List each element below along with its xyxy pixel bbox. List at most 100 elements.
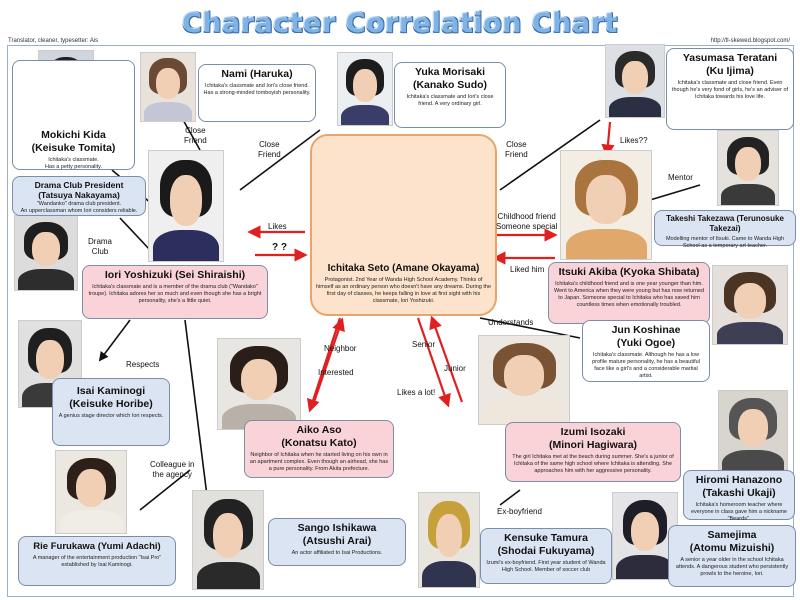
actor-sango: (Atsushi Arai) <box>302 535 372 547</box>
desc-mokichi: Ichitaka's classmate. Has a petty person… <box>44 157 103 170</box>
line-izumi-kensuke <box>499 489 521 506</box>
actor-drama-president: (Tatsuya Nakayama) <box>38 190 120 200</box>
actor-kensuke: (Shodai Fukuyama) <box>497 545 595 557</box>
portrait-samejima <box>612 492 678 580</box>
desc-ichitaka: Protagonist. 2nd Year of Wanda High Scho… <box>316 277 492 304</box>
name-nami: Nami (Haruka) <box>221 68 293 80</box>
card-izumi: Izumi Isozaki (Minori Hagiwara) The girl… <box>505 422 681 482</box>
portrait-iori <box>148 150 224 262</box>
line-yasumasa-ichitaka <box>499 119 601 191</box>
name-hiromi: Hiromi Hanazono <box>695 474 783 486</box>
label-likes-q: Likes?? <box>620 136 648 145</box>
arrow-junior <box>429 315 464 403</box>
chart-title: Character Correlation Chart <box>182 8 618 39</box>
arrow-neighbor <box>306 317 342 413</box>
card-drama-president: Drama Club President (Tatsuya Nakayama) … <box>12 176 146 216</box>
name-aiko: Aiko Aso <box>296 424 342 436</box>
portrait-aiko <box>217 338 301 430</box>
label-likes-a-lot: Likes a lot! <box>397 388 436 397</box>
arrow-interested <box>310 317 345 409</box>
label-close-friend-yasumasa: Close Friend <box>505 140 528 159</box>
actor-yasumasa: (Ku Ijima) <box>706 65 754 77</box>
arrow-senior <box>416 317 451 408</box>
card-hiromi: Hiromi Hanazono (Takashi Ukaji) Ichitaka… <box>683 470 795 522</box>
portrait-hiromi <box>718 390 788 474</box>
actor-izumi: (Minori Hagiwara) <box>548 439 638 451</box>
card-sango: Sango Ishikawa (Atsushi Arai) An actor a… <box>268 518 406 566</box>
name-iori: Iori Yoshizuki (Sei Shiraishi) <box>104 269 246 281</box>
desc-yuka: Ichitaka's classmate and Iori's close fr… <box>406 94 494 107</box>
label-senior: Senior <box>412 340 436 349</box>
actor-isai: (Keisuke Horibe) <box>69 398 153 410</box>
desc-kensuke: Izumi's ex-boyfriend. First year student… <box>486 560 606 573</box>
line-nami-iori <box>181 117 201 151</box>
desc-hiromi: Ichitaka's homeroom teacher where everyo… <box>691 502 787 522</box>
label-neighbor: Neighbor <box>324 344 357 353</box>
portrait-izumi <box>478 335 570 425</box>
label-mentor: Mentor <box>668 173 693 182</box>
desc-rie: A manager of the entertainment productio… <box>32 555 162 568</box>
card-aiko: Aiko Aso (Konatsu Kato) Neighbor of Ichi… <box>244 420 394 478</box>
label-colleague: Colleague in the agency <box>150 460 195 479</box>
card-yuka: Yuka Morisaki (Kanako Sudo) Ichitaka's c… <box>394 62 506 128</box>
portrait-drama-president <box>14 215 78 291</box>
label-qq: ? ? <box>272 242 287 253</box>
line-iori-sango <box>184 319 211 521</box>
label-understands: Understands <box>488 318 534 327</box>
desc-sango: An actor affiliated to Isai Productions. <box>291 550 383 556</box>
desc-isai: A genius stage director which Iori respe… <box>58 413 164 419</box>
portrait-jun <box>712 265 788 345</box>
card-takeshi: Takeshi Takezawa (Terunosuke Takezai) Mo… <box>654 210 796 249</box>
name-drama-president: Drama Club President <box>34 180 124 190</box>
portrait-rie <box>55 450 127 534</box>
actor-hiromi: (Takashi Ukaji) <box>702 487 776 499</box>
red-arrows <box>247 121 615 413</box>
actor-samejima: (Atomu Mizuishi) <box>689 542 775 554</box>
label-ex-boyfriend: Ex-boyfriend <box>497 507 542 516</box>
card-iori: Iori Yoshizuki (Sei Shiraishi) Ichitaka'… <box>82 265 268 319</box>
line-yuka-iori <box>239 129 321 191</box>
line-rie-colleague <box>139 469 191 511</box>
chart-frame <box>7 45 794 597</box>
actor-yuka: (Kanako Sudo) <box>412 79 488 91</box>
desc-iori: Ichitaka's classmate and is a member of … <box>88 284 262 304</box>
name-takeshi: Takeshi Takezawa (Terunosuke Takezai) <box>666 214 784 233</box>
name-mokichi: Mokichi Kida <box>41 129 106 141</box>
card-jun: Jun Koshinae (Yuki Ogoe) Ichitaka's clas… <box>582 320 710 382</box>
actor-aiko: (Konatsu Kato) <box>281 437 357 449</box>
desc-drama-president: "Wandanko" drama club president. An uppe… <box>20 201 138 214</box>
name-yuka: Yuka Morisaki <box>414 66 486 78</box>
label-likes: Likes <box>268 222 287 231</box>
name-jun: Jun Koshinae <box>611 324 681 336</box>
line-jun-ichitaka <box>479 317 581 339</box>
actor-jun: (Yuki Ogoe) <box>616 337 676 349</box>
card-samejima: Samejima (Atomu Mizuishi) A senior a yea… <box>668 525 796 587</box>
desc-aiko: Neighbor of Ichitaka when he started liv… <box>249 452 389 472</box>
label-liked-him: Liked him <box>510 265 545 274</box>
credit-translator: Translator, cleaner, typesetter: Ais <box>8 38 99 44</box>
desc-yasumasa: Ichitaka's classmate and close friend. E… <box>671 80 789 100</box>
portrait-sango <box>192 490 264 590</box>
label-close-friend-yuka: Close Friend <box>258 140 281 159</box>
line-takeshi-itsuki <box>649 184 701 201</box>
name-itsuki: Itsuki Akiba (Kyoka Shibata) <box>558 266 700 278</box>
arrow-respects <box>98 319 131 362</box>
label-drama-club: Drama Club <box>88 237 113 256</box>
desc-samejima: A senior a year older in the school Ichi… <box>675 557 789 577</box>
line-drama-iori <box>119 217 151 251</box>
label-respects: Respects <box>126 360 160 369</box>
arrow-likes-q <box>601 121 615 158</box>
portrait-kensuke <box>418 492 480 588</box>
name-rie: Rie Furukawa (Yumi Adachi) <box>33 541 161 552</box>
card-nami: Nami (Haruka) Ichitaka's classmate and I… <box>198 64 316 122</box>
card-isai: Isai Kaminogi (Keisuke Horibe) A genius … <box>52 378 170 446</box>
actor-mokichi: (Keisuke Tomita) <box>31 142 116 154</box>
portrait-yuka <box>337 52 393 126</box>
name-izumi: Izumi Isozaki <box>560 426 626 438</box>
card-mokichi: Mokichi Kida (Keisuke Tomita) Ichitaka's… <box>12 60 135 170</box>
portrait-yasumasa <box>605 44 665 118</box>
label-close-friend-nami: Close Friend <box>184 126 207 145</box>
card-ichitaka: Ichitaka Seto (Amane Okayama) Protagonis… <box>310 134 497 316</box>
name-ichitaka: Ichitaka Seto (Amane Okayama) <box>327 263 480 274</box>
